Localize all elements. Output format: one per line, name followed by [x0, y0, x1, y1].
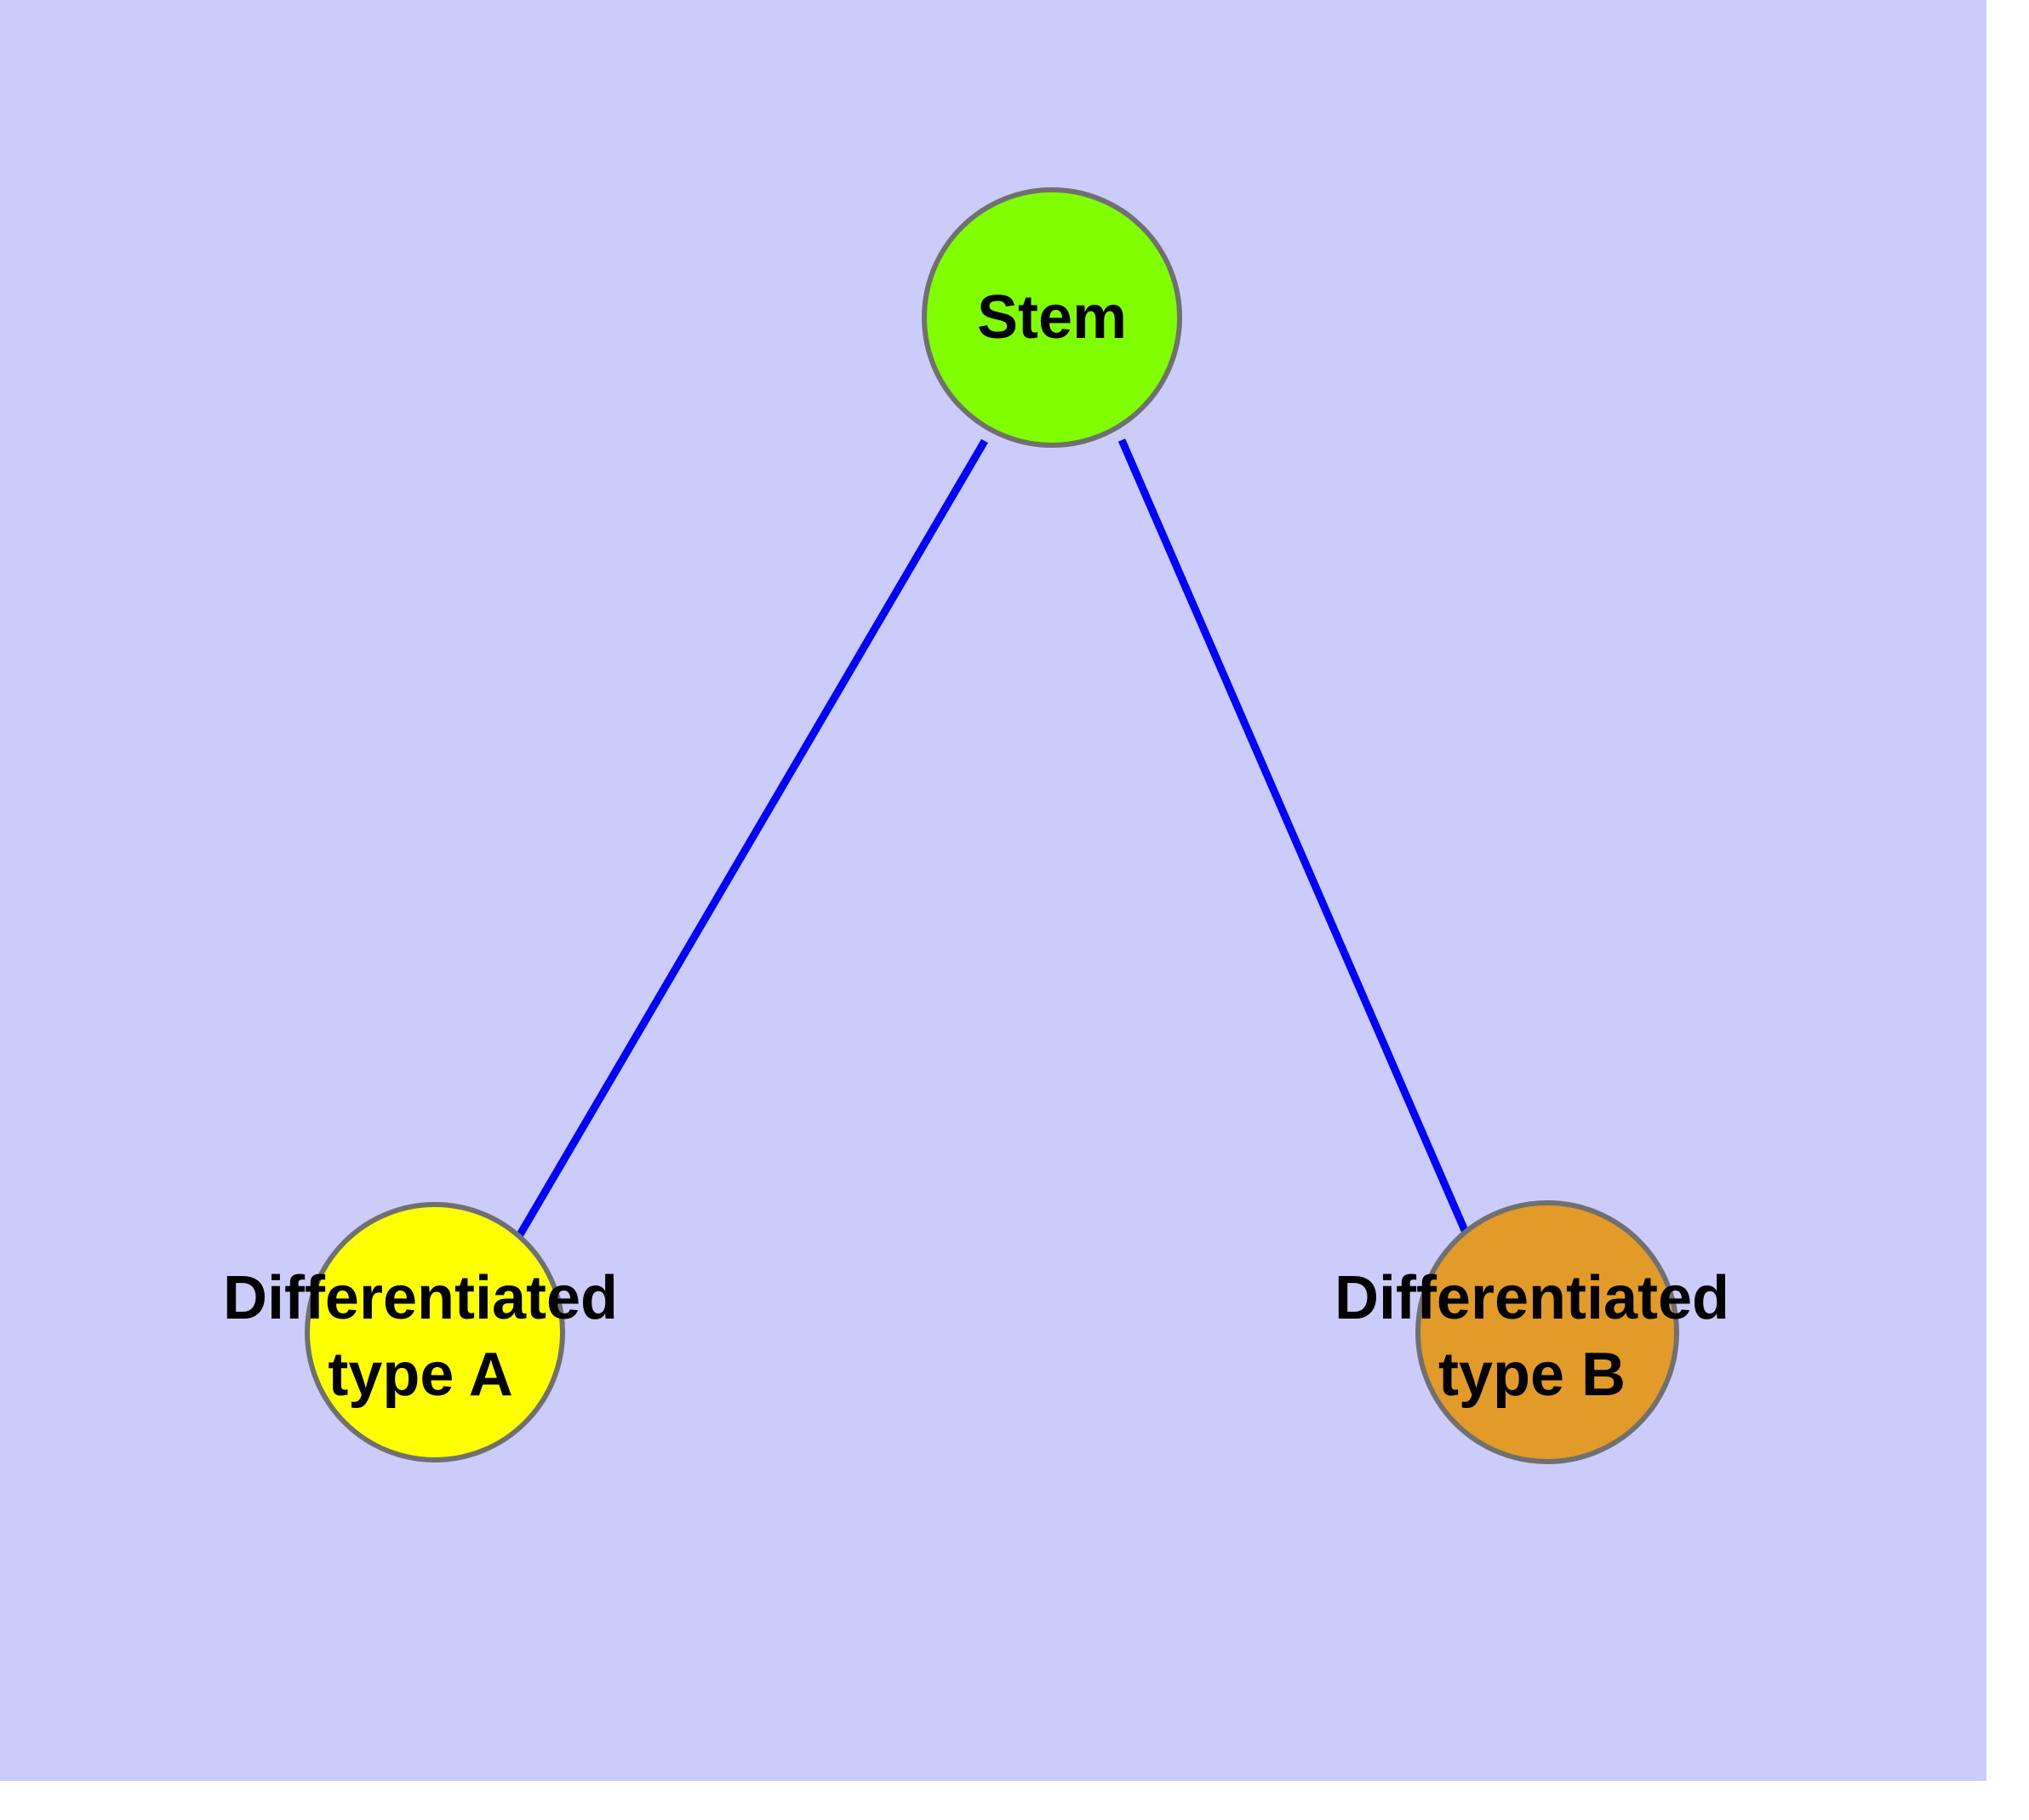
node-layer: [305, 187, 1679, 1464]
node-differentiated-type-b-label-line1: Differentiated: [1335, 1264, 1729, 1332]
node-differentiated-type-a-label-line2: type A: [328, 1341, 512, 1409]
label-layer: Stem Differentiated type A Differentiate…: [223, 283, 1729, 1409]
node-stem-label: Stem: [977, 283, 1127, 352]
node-differentiated-type-b-label: Differentiated type B: [1335, 1264, 1729, 1409]
node-differentiated-type-b-circle[interactable]: [1415, 1200, 1679, 1464]
node-differentiated-type-a-circle[interactable]: [305, 1202, 565, 1462]
node-differentiated-type-a-label-line1: Differentiated: [223, 1264, 618, 1332]
node-stem-circle[interactable]: [922, 187, 1182, 448]
edge-stem-to-differentiated-type-a[interactable]: [516, 438, 988, 1239]
node-differentiated-type-b-label-line2: type B: [1438, 1341, 1626, 1409]
node-differentiated-type-a[interactable]: [305, 1202, 565, 1462]
node-differentiated-type-a-label: Differentiated type A: [223, 1264, 618, 1409]
node-differentiated-type-b[interactable]: [1415, 1200, 1679, 1464]
node-stem[interactable]: [922, 187, 1182, 448]
edge-stem-to-differentiated-type-b[interactable]: [1117, 438, 1471, 1236]
edge-layer: [516, 438, 1471, 1239]
